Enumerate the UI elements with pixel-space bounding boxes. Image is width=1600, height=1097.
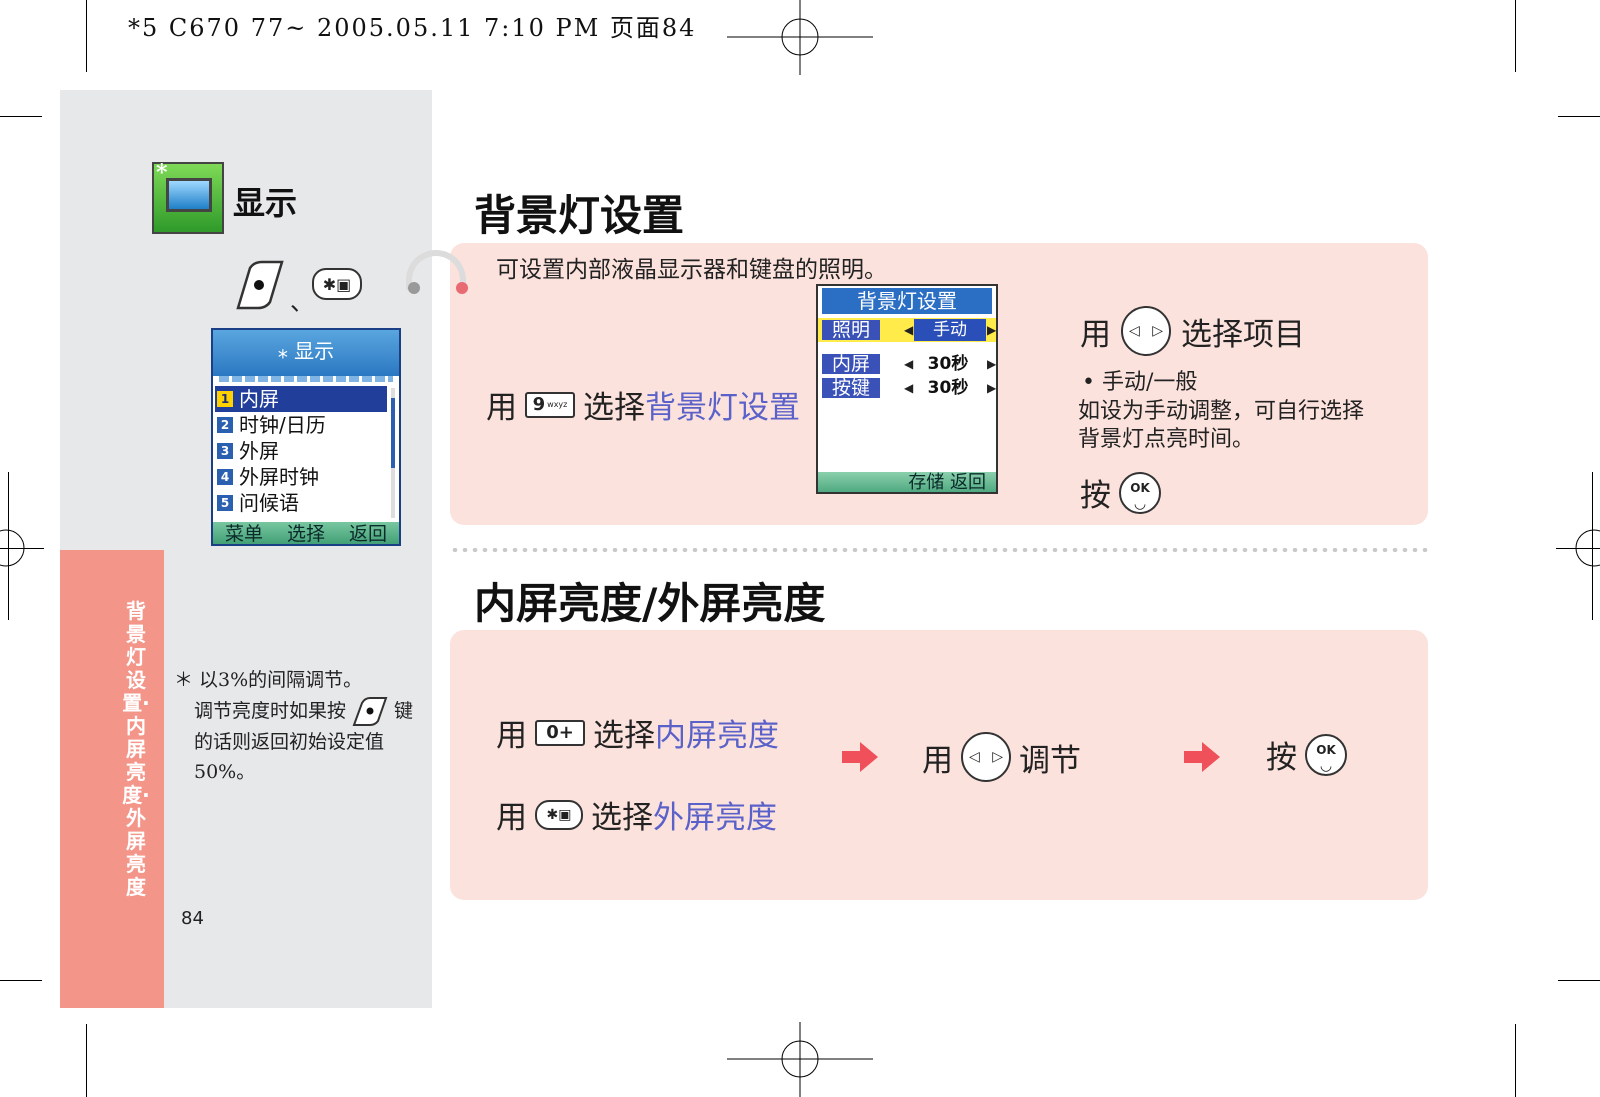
right-arrow-icon: ▶	[987, 357, 997, 371]
right-arrow-icon: ▶	[987, 381, 997, 395]
softkey-back[interactable]: 返回	[348, 523, 387, 545]
step-press-ok: 按 OK◡	[1266, 732, 1347, 777]
crop-mark	[0, 116, 42, 117]
backlight-note: 如设为手动调整，可自行选择背景灯点亮时间。	[1078, 399, 1365, 452]
star-key-icon: ✱▣	[312, 268, 362, 300]
registration-mark-top	[727, 0, 873, 75]
step-press-ok: 按 OK◡	[1080, 470, 1161, 515]
dotted-divider	[450, 548, 1428, 552]
arrow-right-icon	[1184, 742, 1220, 772]
crop-mark	[1515, 1024, 1516, 1097]
footnote: ＊ 以3%的间隔调节。 调节亮度时如果按 键 的话则返回初始设定值50%。	[174, 665, 434, 787]
left-arrow-icon: ◀	[904, 357, 914, 371]
menu-key-icon	[352, 697, 388, 726]
hook-dot	[456, 282, 468, 294]
display-icon: *	[152, 160, 224, 234]
menu-key-icon	[236, 260, 284, 310]
right-arrow-icon: ▶	[987, 323, 997, 337]
phone-header: ⁎ 显示	[213, 330, 399, 376]
crop-mark	[1558, 980, 1600, 981]
step-select-inner-brightness: 用 0+ 选择内屏亮度	[496, 718, 779, 754]
crop-mark	[1558, 116, 1600, 117]
setting-label: 按键	[822, 378, 880, 398]
registration-mark-bottom	[727, 1022, 873, 1097]
nav-key-icon: ◁▷	[961, 732, 1011, 782]
step-nav-select: 用 ◁▷ 选择项目	[1080, 306, 1305, 356]
step-adjust: 用 ◁▷ 调节	[922, 732, 1081, 782]
registration-mark-right	[1575, 529, 1600, 567]
crop-mark	[86, 0, 87, 72]
setting-label: 照明	[822, 320, 880, 340]
binder-hook	[406, 250, 466, 290]
backlight-intro: 可设置内部液晶显示器和键盘的照明。	[496, 257, 887, 283]
setting-value[interactable]: 手动	[914, 319, 986, 341]
ok-key-icon: OK◡	[1119, 471, 1161, 514]
crop-mark	[1515, 0, 1516, 72]
crop-mark	[0, 548, 44, 549]
scrollbar	[391, 388, 395, 518]
heading-brightness: 内屏亮度/外屏亮度	[474, 579, 826, 628]
key-separator: 、	[290, 288, 314, 316]
setting-label: 内屏	[822, 354, 880, 374]
nav-key-icon: ◁▷	[1121, 306, 1171, 356]
crop-mark	[1556, 548, 1600, 549]
bullet-option: • 手动/一般	[1082, 370, 1198, 395]
step-select-outer-brightness: 用 ✱▣ 选择外屏亮度	[496, 799, 777, 836]
phone-stripe	[219, 376, 393, 382]
heading-backlight: 背景灯设置	[474, 191, 685, 240]
phone-header: 背景灯设置	[822, 288, 992, 314]
star-key-icon: ✱▣	[535, 799, 583, 830]
crop-mark	[0, 980, 42, 981]
footnote-line: ＊ 以3%的间隔调节。	[174, 669, 363, 691]
softkey-menu[interactable]: 菜单	[224, 523, 263, 545]
footnote-line: 调节亮度时如果按	[194, 700, 347, 722]
softkey-bar: 菜单 选择 返回	[213, 522, 399, 545]
side-tab-text: 背景灯设置·内屏亮度·外屏亮度	[122, 599, 150, 899]
crop-mark	[1592, 472, 1593, 620]
side-tab	[60, 550, 164, 1008]
ok-key-icon: OK◡	[1305, 733, 1347, 776]
footnote-line: 的话则返回初始设定值50%。	[194, 731, 385, 783]
setting-value[interactable]: 30秒	[927, 354, 969, 374]
hook-dot	[408, 282, 420, 294]
footnote-line: 键	[394, 700, 414, 722]
softkey-bar[interactable]: 存储 返回	[818, 472, 996, 492]
registration-mark-left	[0, 529, 25, 567]
key-0-icon: 0+	[535, 719, 585, 746]
left-arrow-icon: ◀	[904, 323, 914, 337]
softkey-select[interactable]: 选择	[286, 523, 325, 545]
crop-mark	[86, 1024, 87, 1097]
left-arrow-icon: ◀	[904, 381, 914, 395]
arrow-right-icon	[842, 742, 878, 772]
brightness-panel	[450, 630, 1428, 900]
page-number: 84	[181, 908, 204, 929]
print-header: *5 C670 77~ 2005.05.11 7:10 PM 页面84	[128, 14, 697, 42]
phone-screen-backlight: 背景灯设置 照明 ◀ 手动 ▶ 内屏 ◀ 30秒 ▶ 按键 ◀ 30秒 ▶ 存储…	[816, 284, 998, 494]
section-title: 显示	[233, 184, 298, 222]
setting-value[interactable]: 30秒	[927, 378, 969, 398]
crop-mark	[8, 472, 9, 620]
